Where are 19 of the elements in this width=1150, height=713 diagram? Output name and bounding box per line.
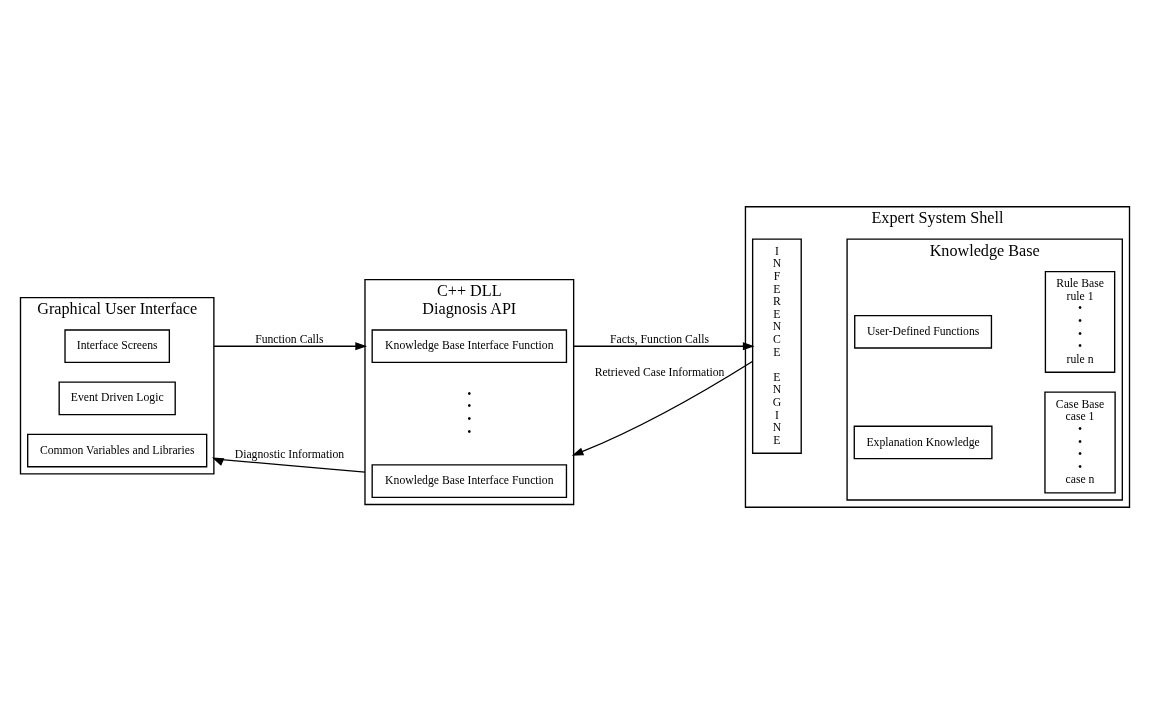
arrow bbox=[571, 360, 753, 456]
edge-label: Diagnostic Information bbox=[234, 447, 345, 461]
node-box: Rule Base rule 1 • • • • rule n bbox=[1044, 270, 1116, 373]
node-box: Knowledge Base Interface Function bbox=[371, 328, 568, 363]
edge-label: Retrieved Case Information bbox=[594, 365, 725, 379]
node-box: Event Driven Logic bbox=[58, 381, 176, 415]
arrow bbox=[213, 341, 368, 350]
node-box: Explanation Knowledge bbox=[853, 425, 993, 459]
node-box: Interface Screens bbox=[64, 328, 171, 363]
edge-label: Function Calls bbox=[255, 332, 324, 346]
node-box: Common Variables and Libraries bbox=[27, 433, 208, 467]
node-box: Knowledge Base Interface Function bbox=[371, 463, 568, 498]
arrow bbox=[212, 456, 366, 473]
node-box: Case Base case 1 • • • • case n bbox=[1044, 390, 1116, 493]
edge-label: Facts, Function Calls bbox=[610, 332, 710, 346]
node-text: • • • • bbox=[467, 387, 472, 439]
node-box: User-Defined Functions bbox=[854, 314, 993, 349]
node-box: INFERENCE ENGINE bbox=[751, 238, 802, 454]
arrow bbox=[572, 341, 755, 350]
